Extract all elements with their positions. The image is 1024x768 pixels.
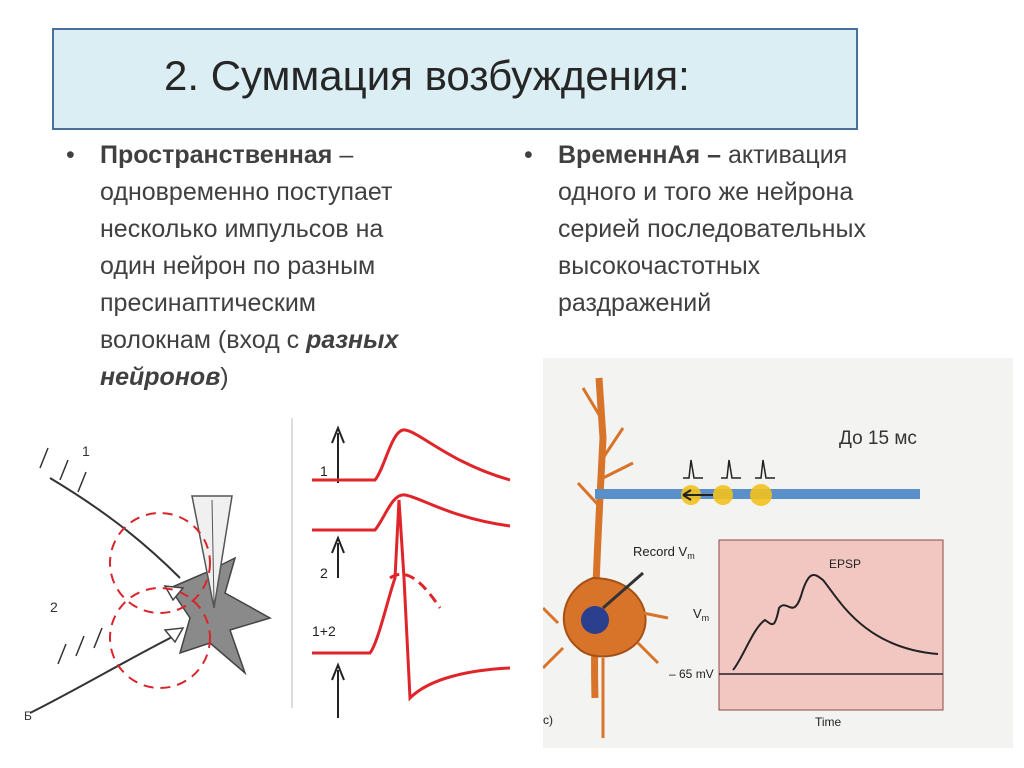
bullet-point: • <box>524 141 533 169</box>
temporal-line-3: серией последовательных <box>558 215 866 243</box>
dendrite <box>591 377 607 699</box>
spatial-summation-item: • Пространственная – одновременно поступ… <box>66 137 486 396</box>
epsp-label: EPSP <box>829 557 861 571</box>
temporal-line-2: одного и того же нейрона <box>558 178 854 206</box>
vm-axis-label: Vm <box>693 606 709 623</box>
temporal-term: ВременнАя – <box>558 141 721 169</box>
nucleus <box>581 606 609 634</box>
title-box: 2. Суммация возбуждения: <box>52 28 858 130</box>
temporal-line-4: высокочастотных <box>558 252 761 280</box>
trace-1-plus-2 <box>312 499 511 702</box>
spatial-emphasis-2: нейронов <box>100 363 221 391</box>
spatial-line-1: одновременно поступает <box>100 178 393 206</box>
spatial-line-2: несколько импульсов на <box>100 215 384 243</box>
baseline-label: – 65 mV <box>669 667 714 681</box>
synapse-highlight-2 <box>109 587 211 689</box>
slide-title: 2. Суммация возбуждения: <box>164 52 690 99</box>
microelectrode <box>191 495 233 609</box>
neuron-soma <box>168 556 272 676</box>
subthreshold-dashed-trace <box>389 572 442 609</box>
trace-2 <box>312 493 511 532</box>
temporal-line-5: раздражений <box>558 289 712 317</box>
spatial-dash: – <box>332 141 354 169</box>
time-axis-label: Time <box>815 715 842 729</box>
spatial-line-4: пресинаптическим <box>100 289 316 317</box>
spatial-emphasis-1: разных <box>306 326 399 354</box>
potential-traces: 1 2 1+2 <box>291 418 511 718</box>
epsp-trace <box>732 574 939 671</box>
trace-2-label: 2 <box>320 565 328 581</box>
spatial-term: Пространственная <box>100 141 333 169</box>
neuron-diagram: 1 2 Б <box>24 443 272 723</box>
trace-1 <box>312 428 511 482</box>
record-label: Record Vm <box>633 544 695 561</box>
spatial-summation-figure: 1 2 Б 1 2 1+2 <box>24 418 511 723</box>
corner-label: Б <box>24 709 32 723</box>
temporal-line-1: активация <box>721 141 848 169</box>
interval-label: До 15 мс <box>839 428 917 449</box>
trace-1-2-label: 1+2 <box>312 623 336 639</box>
fiber-1-label: 1 <box>82 443 90 459</box>
bullet-point: • <box>66 141 75 169</box>
panel-letter: c) <box>543 713 553 727</box>
trace-1-label: 1 <box>320 463 328 479</box>
temporal-summation-figure: До 15 мс Record Vm EPSP Vm – 65 mV Time … <box>543 358 1013 748</box>
epsp-graph <box>718 539 944 711</box>
spatial-line-6-end: ) <box>220 363 229 391</box>
synapse-highlight-1 <box>109 512 211 614</box>
fiber-2-label: 2 <box>50 599 58 615</box>
spatial-line-3: один нейрон по разным <box>100 252 376 280</box>
spatial-line-5: волокнам (вход с <box>100 326 307 354</box>
temporal-summation-item: • ВременнАя – активация одного и того же… <box>524 137 964 322</box>
